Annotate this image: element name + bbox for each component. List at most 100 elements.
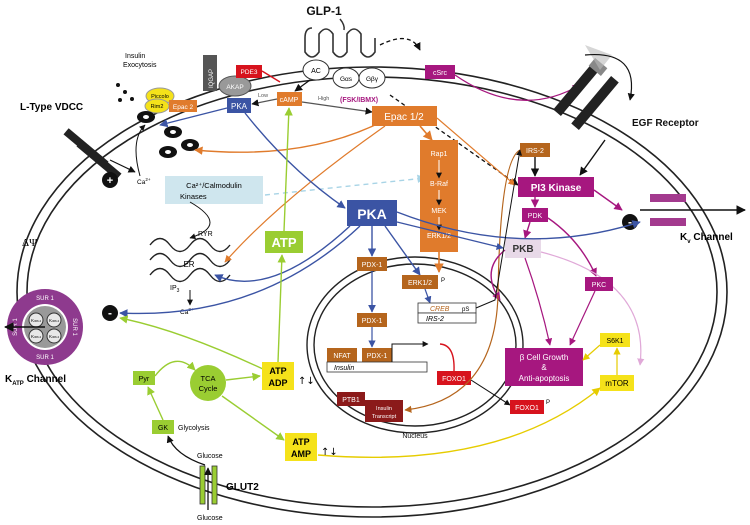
glucose-in-label: Glucose	[197, 453, 223, 460]
pkc-label: PKC	[592, 282, 606, 289]
ca-loop	[189, 201, 211, 240]
nucleus-membrane	[306, 256, 524, 434]
l-type-vdcc-channel	[63, 128, 122, 180]
bcell-label-3: Anti-apoptosis	[519, 374, 570, 383]
camk-label-2: Kinases	[180, 192, 207, 201]
pkc-to-growth	[569, 290, 596, 346]
creb-label: CREB	[430, 306, 450, 313]
pkb-to-mtor	[540, 251, 645, 366]
egfr-loop	[584, 53, 635, 101]
kir-label-2: KIR6.2	[49, 318, 60, 323]
katp-channel-label: KATP Channel	[5, 374, 66, 387]
erk12-b-label: ERK1/2	[408, 280, 432, 287]
tca-label-2: Cycle	[199, 384, 218, 393]
insulin-transcript-label-2: Transcript	[372, 414, 397, 420]
nucleus-label: Nucleus	[402, 433, 428, 440]
foxo-inhibit-gene	[439, 343, 455, 372]
s6k1-label: S6K1	[606, 338, 623, 345]
pkb-box	[505, 238, 541, 258]
p-erk-label: P	[441, 278, 445, 284]
irs-to-ptb1	[404, 294, 499, 413]
insulin-transcript-label-1: Insulin	[376, 406, 392, 412]
pdk-label: PDK	[528, 213, 543, 220]
delta-psi-label: ΔΨ	[22, 237, 38, 249]
csrc-to-egfr	[454, 74, 581, 101]
epac12-label: Epac 1/2	[384, 112, 424, 123]
irs2-gene-box	[417, 312, 477, 324]
ca-to-granules	[135, 124, 146, 177]
pka-to-erk	[384, 225, 421, 276]
p-foxo-label: P	[546, 400, 550, 406]
piccolo-label: Piccolo	[151, 94, 169, 100]
atp-adp-label-1: ATP	[269, 366, 286, 376]
kv-channel	[650, 194, 686, 226]
pde3-box	[236, 65, 262, 78]
atp-amp-box	[285, 433, 317, 461]
bcell-growth-box	[505, 348, 583, 386]
irs2-loop	[497, 149, 521, 296]
mek-label: MEK	[431, 208, 447, 215]
egf-receptor-label: EGF Receptor	[632, 118, 699, 129]
pka-big-box	[347, 200, 397, 226]
csrc-box	[425, 65, 455, 79]
ps-label: pS	[462, 307, 469, 313]
fsk-ibmx-label: (FSK/IBMX)	[340, 97, 378, 104]
pdk-to-pkc	[547, 217, 597, 277]
ac-label: AC	[311, 68, 321, 75]
gk-box	[152, 420, 174, 434]
creb-to-irs2	[475, 149, 523, 309]
ac-to-camp	[294, 79, 311, 92]
s6k1-box	[600, 333, 630, 347]
low-label: Low	[258, 93, 268, 99]
kv-minus-label: -	[628, 215, 632, 229]
atp-adp-to-atp	[277, 254, 286, 363]
tca-cycle-node	[190, 365, 226, 401]
insulin-promoter-arrow	[391, 341, 429, 362]
atp-adp-arrows: ↑↓	[298, 376, 315, 387]
pdx1-a-label: PDX-1	[362, 262, 383, 269]
l-type-vdcc-label: L-Type VDCC	[20, 102, 83, 113]
insulin-gene-box	[326, 361, 428, 373]
insulin-granules	[137, 111, 199, 158]
pde3-inhibit	[261, 70, 281, 83]
ptb1-label: PTB1	[342, 397, 360, 404]
pka-to-kv	[396, 211, 641, 240]
pde3-label: PDE3	[241, 69, 258, 76]
katp-minus-badge	[102, 305, 118, 321]
glut2-transporter	[199, 465, 218, 505]
pka-small-to-big	[244, 112, 346, 209]
er-label: ER	[183, 260, 194, 269]
csrc-label: cSrc	[433, 70, 448, 77]
foxo1-b-box	[510, 400, 544, 414]
egf-receptor	[553, 45, 619, 130]
insulin-exocytosis-label-2: Exocytosis	[123, 62, 157, 69]
pka-to-er	[214, 225, 351, 282]
atp-adp-label-2: ADP	[268, 378, 287, 388]
pdk-box	[522, 208, 548, 222]
ip3-label: IP3	[170, 285, 180, 294]
pka-big-label: PKA	[357, 206, 387, 222]
atp-box	[265, 231, 303, 253]
ca-label-1: Ca2+	[137, 177, 151, 186]
epac12-box	[372, 106, 437, 126]
high-label: High	[318, 96, 329, 102]
kir-label-3: KIR6.2	[31, 334, 42, 339]
exocytosis-dots	[116, 83, 134, 102]
vdcc-plus-label: +	[107, 175, 113, 187]
epac2-box	[169, 100, 197, 112]
insulin-exocytosis-label-1: Insulin	[125, 53, 145, 60]
tca-label-1: TCA	[201, 374, 216, 383]
pka-small-label: PKA	[231, 102, 248, 111]
glp1-ligand	[339, 18, 345, 31]
camp-label: cAMP	[280, 97, 299, 104]
atp-amp-label-2: AMP	[291, 449, 311, 459]
irs2-label: IRS-2	[526, 148, 544, 155]
atp-amp-to-mtor	[317, 387, 601, 459]
sur1-right: SUR 1	[71, 318, 77, 336]
kir-label-1: KIR6.2	[31, 318, 42, 323]
atp-to-camp	[283, 107, 293, 232]
insulin-transcript-box	[365, 400, 403, 422]
erk12-label: ERK1/2	[427, 233, 451, 240]
nfat-label: NFAT	[333, 353, 351, 360]
gk-label: GK	[158, 425, 168, 432]
